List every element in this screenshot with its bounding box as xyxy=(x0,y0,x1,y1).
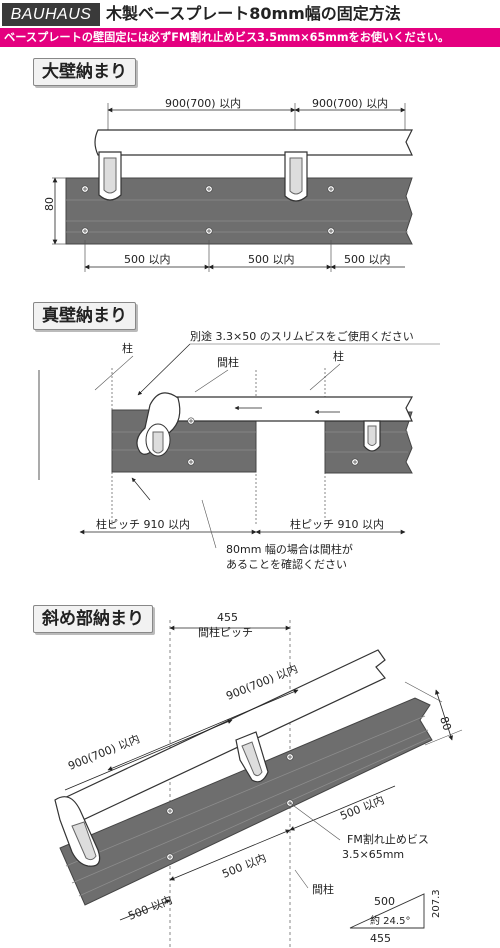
note-line-1: 80mm 幅の場合は間柱が xyxy=(226,542,353,556)
dim-height: 80 xyxy=(43,197,56,211)
slope-triangle xyxy=(349,893,425,929)
screw-icon xyxy=(81,227,89,235)
dim-bottom-2: 500 以内 xyxy=(248,252,295,266)
stud-label: 間柱 xyxy=(312,882,334,896)
dim-500-right: 500 以内 xyxy=(338,792,386,822)
note-line-2: あることを確認ください xyxy=(226,557,347,571)
dim-top-right: 900(700) 以内 xyxy=(312,96,388,110)
screw-note: 別途 3.3×50 のスリムビスをご使用ください xyxy=(190,329,414,343)
page-title: 木製ベースプレート80mm幅の固定方法 xyxy=(106,4,401,23)
screw-icon xyxy=(81,185,89,193)
label-stud: 間柱 xyxy=(217,355,239,369)
base-plate-slanted xyxy=(59,697,433,906)
naname-diagram: 455 間柱ピッチ 900(700) 以内 900(700) 以内 80 50 xyxy=(54,611,463,948)
dim-bottom-3: 500 以内 xyxy=(344,252,391,266)
screw-icon xyxy=(327,185,335,193)
notice-banner: ベースプレートの壁固定には必ずFM割れ止めビス3.5mm×65mmをお使いくださ… xyxy=(0,28,500,47)
section-title-ookabe: 大壁納まり xyxy=(33,58,136,86)
handrail xyxy=(159,396,414,422)
tri-angle: 約 24.5° xyxy=(370,914,410,927)
section-title-naname: 斜め部納まり xyxy=(33,605,153,633)
dim-width: 80 xyxy=(437,715,454,732)
dim-500-mid: 500 以内 xyxy=(220,850,268,880)
pitch-label: 間柱ピッチ xyxy=(198,625,253,639)
dim-top-left: 900(700) 以内 xyxy=(165,96,241,110)
dim-500-left: 500 以内 xyxy=(126,892,174,922)
screw-label-1: FM割れ止めビス xyxy=(347,832,429,846)
screw-label-2: 3.5×65mm xyxy=(342,848,404,861)
label-post-right: 柱 xyxy=(333,349,344,363)
shinkabe-diagram: 別途 3.3×50 のスリムビスをご使用ください 柱 間柱 柱 柱ピッチ 910… xyxy=(38,329,440,571)
label-post-left: 柱 xyxy=(122,341,133,355)
pitch-value: 455 xyxy=(217,611,238,624)
screw-icon xyxy=(205,185,213,193)
pitch-left: 柱ピッチ 910 以内 xyxy=(96,517,190,531)
ookabe-diagram: 900(700) 以内 900(700) 以内 80 500 以内 xyxy=(43,96,413,272)
tri-bottom: 455 xyxy=(370,932,391,945)
tri-top: 500 xyxy=(374,895,395,908)
screw-icon xyxy=(327,227,335,235)
pitch-right: 柱ピッチ 910 以内 xyxy=(290,517,384,531)
brand-logo: BAUHAUS xyxy=(2,3,100,26)
handrail xyxy=(94,129,413,156)
dim-bottom-1: 500 以内 xyxy=(124,252,171,266)
tri-side: 207.3 xyxy=(431,889,442,918)
base-plate xyxy=(65,177,413,245)
screw-icon xyxy=(205,227,213,235)
section-title-shinkabe: 真壁納まり xyxy=(33,302,136,330)
page-header: BAUHAUS 木製ベースプレート80mm幅の固定方法 ベースプレートの壁固定に… xyxy=(0,0,500,48)
